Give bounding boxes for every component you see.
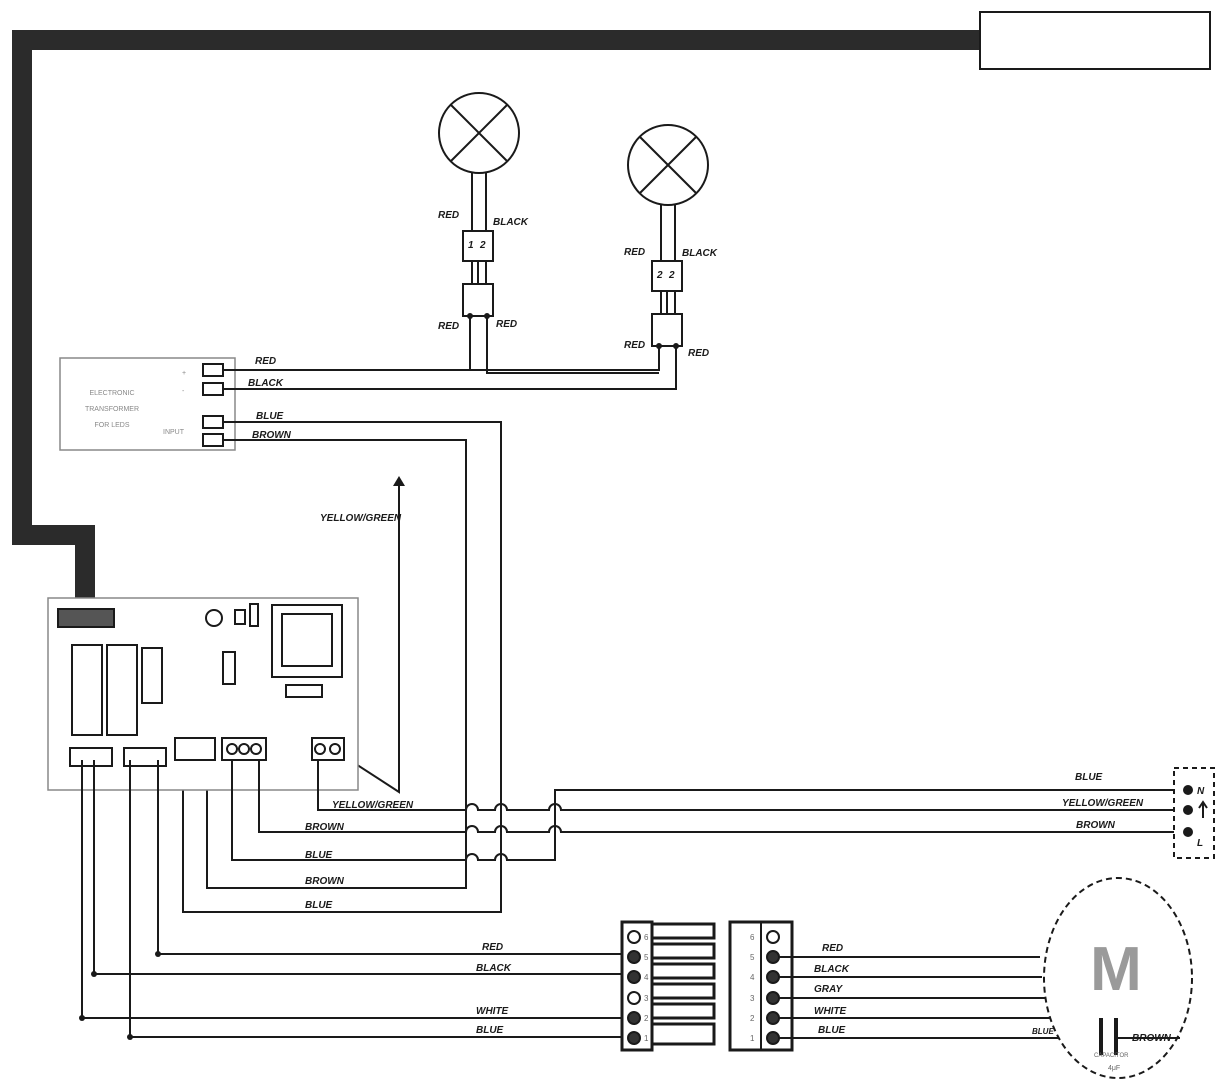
lamp-2-right-wire: BLACK: [682, 248, 718, 259]
led-driver-minus: -: [182, 388, 185, 395]
lamp-2: 2 2 RED BLACK RED RED: [624, 124, 718, 359]
board-terminal-group-3: [174, 737, 216, 761]
led-driver-wire-blue: BLUE: [256, 411, 284, 422]
motor-wire-right-black: BLACK: [814, 964, 850, 975]
led-driver-text-1: ELECTRONIC: [89, 390, 134, 397]
led-driver-wire-black: BLACK: [248, 378, 284, 389]
led-driver-plus: +: [182, 370, 186, 377]
mains-wire-blue: BLUE: [1075, 772, 1103, 783]
capacitor-left-wire: BLUE: [1032, 1027, 1054, 1036]
left-pin-2: 2: [644, 1014, 649, 1023]
lamp-1-bottom-right: RED: [496, 319, 517, 330]
led-driver-wire-red: RED: [255, 356, 276, 367]
left-pin-6: 6: [644, 933, 649, 942]
motor-plug-left: 6 5 4 3 2 1: [620, 920, 716, 1052]
mains-wire-yellow-green: YELLOW/GREEN: [1062, 798, 1144, 809]
lamp-1-pin2: 2: [479, 240, 486, 251]
board-wire-yellow-green: YELLOW/GREEN: [332, 800, 414, 811]
lamp-1-pin1: 1: [468, 240, 474, 251]
control-board: [47, 597, 359, 791]
capacitor-label: CAPACITOR: [1094, 1053, 1129, 1059]
board-wire-brown-1: BROWN: [305, 822, 345, 833]
motor-plug-right: 6 5 4 3 2 1: [728, 920, 794, 1052]
lamp-1-right-wire: BLACK: [493, 217, 529, 228]
lamp-2-plug: [651, 260, 683, 292]
lamp-2-bottom-right: RED: [688, 348, 709, 359]
motor-wire-left-black: BLACK: [476, 963, 512, 974]
motor-outline: [1043, 877, 1193, 1079]
lamp-2-left-wire: RED: [624, 247, 645, 258]
motor-wire-left-white: WHITE: [476, 1006, 509, 1017]
mains-earth-symbol: [1198, 800, 1208, 818]
ground-wire-label: YELLOW/GREEN: [320, 513, 402, 524]
right-pin-3: 3: [750, 994, 755, 1003]
left-pin-5: 5: [644, 953, 649, 962]
board-terminal-group-1: [69, 747, 113, 767]
led-driver-text-2: TRANSFORMER: [85, 406, 139, 413]
lamp-2-pin1: 2: [656, 270, 663, 281]
led-driver-wire-brown: BROWN: [252, 430, 292, 441]
motor-wire-right-gray: GRAY: [814, 984, 843, 995]
motor-wire-left-blue: BLUE: [476, 1025, 504, 1036]
right-pin-1: 1: [750, 1034, 755, 1043]
motor-wire-right-blue: BLUE: [818, 1025, 846, 1036]
capacitor-right-wire: BROWN: [1132, 1033, 1172, 1044]
led-driver-input-label: INPUT: [163, 429, 185, 436]
right-pin-6: 6: [750, 933, 755, 942]
capacitor-value: 4μF: [1108, 1065, 1120, 1072]
right-pin-2: 2: [750, 1014, 755, 1023]
left-pin-3: 3: [644, 994, 649, 1003]
mains-wire-brown: BROWN: [1076, 820, 1116, 831]
mains-l-label: L: [1197, 838, 1203, 849]
motor-wire-left-red: RED: [482, 942, 503, 953]
lamp-2-pin2: 2: [668, 270, 675, 281]
fan-motor: M BLUE BROWN CAPACITOR 4μF: [1032, 877, 1193, 1079]
motor-symbol: M: [1090, 935, 1142, 1004]
right-pin-5: 5: [750, 953, 755, 962]
lamp-2-socket: [651, 313, 683, 347]
harness-connector: [57, 608, 115, 628]
right-pin-4: 4: [750, 973, 755, 982]
left-pin-4: 4: [644, 973, 649, 982]
lamp-1-bottom-left: RED: [438, 321, 459, 332]
mains-n-label: N: [1197, 786, 1205, 797]
led-driver-text-3: FOR LEDS: [94, 422, 129, 429]
led-driver: ELECTRONIC TRANSFORMER FOR LEDS INPUT + …: [59, 356, 292, 451]
board-wire-brown-2: BROWN: [305, 876, 345, 887]
mains-terminal-box: [1173, 767, 1215, 859]
board-wire-blue-2: BLUE: [305, 900, 333, 911]
lamp-2-bottom-left: RED: [624, 340, 645, 351]
lamp-1: 1 2 RED BLACK RED RED: [438, 92, 529, 332]
control-harness-cable: [12, 30, 980, 612]
lamp-1-socket: [462, 283, 494, 317]
motor-wire-right-white: WHITE: [814, 1006, 847, 1017]
lamp-1-left-wire: RED: [438, 210, 459, 221]
lamp-1-plug: [462, 230, 494, 262]
board-wire-blue-1: BLUE: [305, 850, 333, 861]
title-box: [979, 11, 1211, 70]
left-pin-1: 1: [644, 1034, 649, 1043]
mains-terminal: N L: [1173, 767, 1215, 859]
board-terminal-group-2: [123, 747, 167, 767]
motor-wire-right-red: RED: [822, 943, 843, 954]
